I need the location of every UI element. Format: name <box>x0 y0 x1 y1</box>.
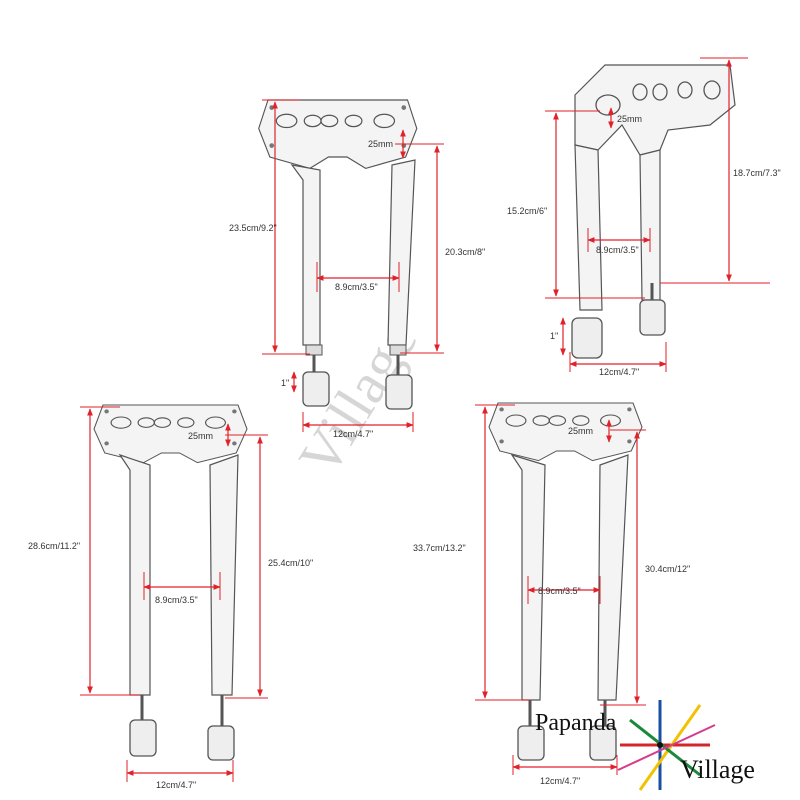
riser-11in-rise: 25.4cm/10" <box>268 558 313 568</box>
riser-13in-rise: 30.4cm/12" <box>645 564 690 574</box>
riser-9in-total-height: 23.5cm/9.2" <box>229 223 277 233</box>
riser-7in-rise: 15.2cm/6" <box>507 206 547 216</box>
riser-7in-spacing: 8.9cm/3.5" <box>596 245 639 255</box>
riser-11in-bore: 25mm <box>188 431 213 441</box>
riser-7in-body <box>571 64 736 359</box>
riser-9in: 23.5cm/9.2" 20.3cm/8" 25mm 8.9cm/3.5" 1"… <box>229 99 485 439</box>
riser-13in-body <box>488 402 643 761</box>
riser-7in-total-height: 18.7cm/7.3" <box>733 168 781 178</box>
riser-13in-bore: 25mm <box>568 426 593 436</box>
riser-11in-spacing: 8.9cm/3.5" <box>155 595 198 605</box>
riser-7in: 18.7cm/7.3" 15.2cm/6" 25mm 8.9cm/3.5" 1"… <box>507 57 781 377</box>
riser-9in-spacing: 8.9cm/3.5" <box>335 282 378 292</box>
riser-11in-base-width: 12cm/4.7" <box>156 780 196 790</box>
riser-13in-total-height: 33.7cm/13.2" <box>413 543 466 553</box>
brand-logo: Papanda Village <box>535 700 755 791</box>
riser-9in-body <box>258 99 418 410</box>
riser-9in-base-width: 12cm/4.7" <box>333 429 373 439</box>
brand-line2: Village <box>680 755 755 784</box>
riser-9in-rise: 20.3cm/8" <box>445 247 485 257</box>
riser-9in-bolt: 1" <box>281 378 289 388</box>
brand-star-icon <box>617 700 716 791</box>
riser-7in-bolt: 1" <box>550 331 558 341</box>
riser-13in: 33.7cm/13.2" 30.4cm/12" 25mm 8.9cm/3.5" … <box>413 402 690 786</box>
riser-7in-base-width: 12cm/4.7" <box>599 367 639 377</box>
riser-11in-body <box>93 404 248 761</box>
riser-13in-base-width: 12cm/4.7" <box>540 776 580 786</box>
riser-13in-spacing: 8.9cm/3.5" <box>538 586 581 596</box>
riser-9in-bore: 25mm <box>368 139 393 149</box>
riser-11in: 28.6cm/11.2" 25.4cm/10" 25mm 8.9cm/3.5" … <box>28 404 313 790</box>
riser-7in-bore: 25mm <box>617 114 642 124</box>
riser-11in-total-height: 28.6cm/11.2" <box>28 541 80 551</box>
brand-line1: Papanda <box>535 710 617 736</box>
